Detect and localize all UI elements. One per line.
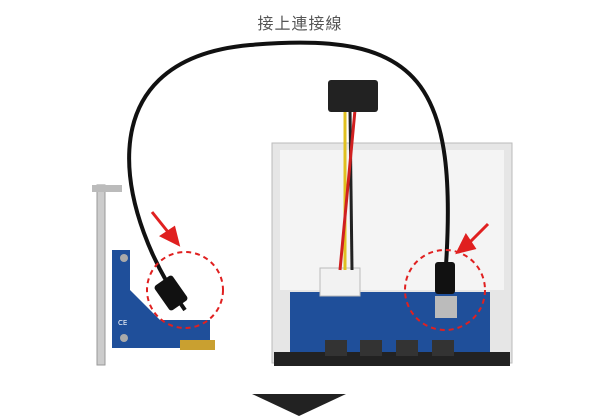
usb-cable bbox=[127, 40, 450, 312]
highlight-circle-card bbox=[146, 251, 224, 329]
highlight-circle-bay bbox=[404, 249, 486, 331]
pcie-card: CE bbox=[92, 184, 215, 366]
red-arrow-icon bbox=[150, 211, 181, 247]
svg-text:CE: CE bbox=[118, 319, 127, 327]
red-arrow-icon bbox=[455, 222, 490, 255]
arrow-down-icon bbox=[252, 394, 346, 416]
power-cable bbox=[328, 80, 378, 271]
drive-bay-panel bbox=[271, 142, 513, 366]
step-caption: 接上連接線 bbox=[257, 14, 343, 33]
